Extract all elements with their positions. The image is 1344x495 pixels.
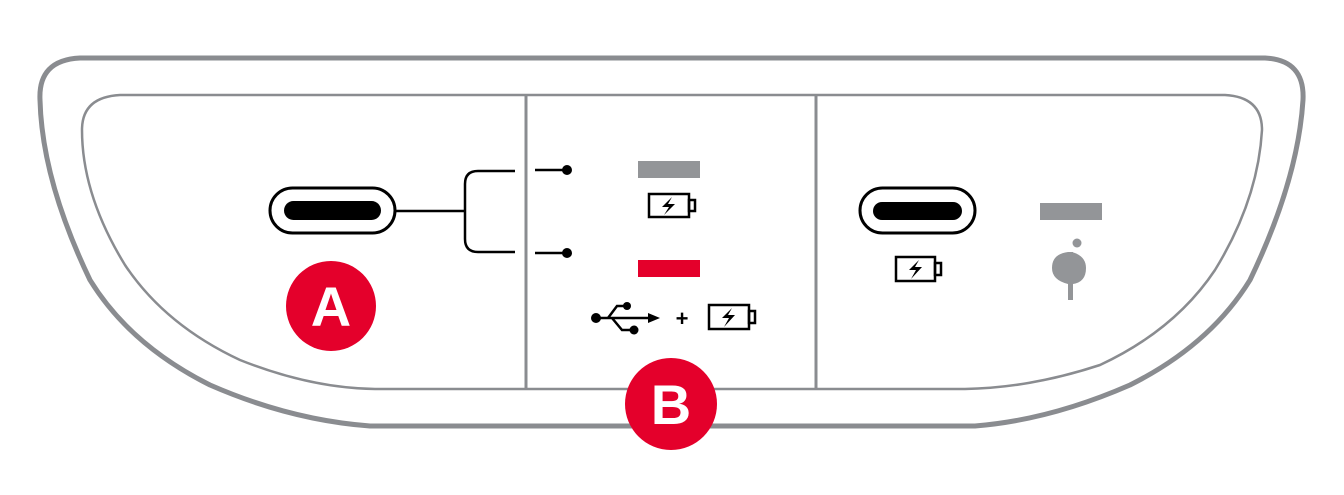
indicator-gray-bar bbox=[638, 161, 700, 178]
usb-c-port-icon bbox=[858, 186, 977, 235]
inner-panel-outline bbox=[80, 93, 1264, 391]
connector-dot-bottom bbox=[562, 248, 572, 258]
usb-icon bbox=[591, 302, 660, 335]
svg-text:A: A bbox=[311, 275, 351, 338]
bracket-connector bbox=[395, 168, 567, 255]
plus-sign: + bbox=[676, 306, 689, 331]
outer-housing-outline bbox=[37, 55, 1306, 429]
callout-b: B bbox=[625, 358, 717, 450]
qi-wireless-icon bbox=[1052, 238, 1086, 300]
battery-charging-icon bbox=[707, 303, 757, 331]
indicator-red-bar bbox=[638, 260, 700, 277]
usb-c-port-icon bbox=[268, 186, 397, 235]
battery-charging-icon bbox=[647, 192, 697, 219]
battery-charging-icon bbox=[894, 255, 943, 283]
indicator-gray-bar bbox=[1040, 203, 1102, 220]
connector-dot-top bbox=[562, 165, 572, 175]
callout-a: A bbox=[286, 261, 376, 351]
svg-text:B: B bbox=[651, 373, 691, 436]
